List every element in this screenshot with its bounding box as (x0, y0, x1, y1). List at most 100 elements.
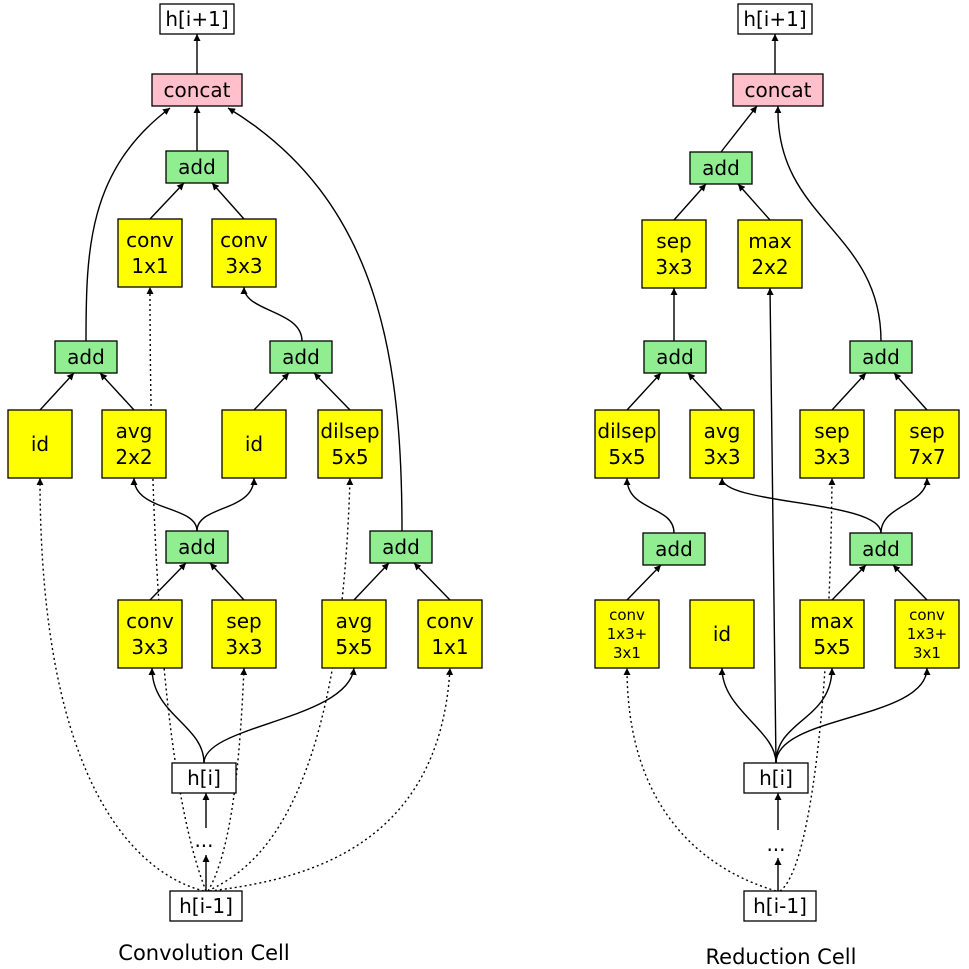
conv-edge-2 (85, 107, 171, 342)
red-edge-13 (626, 564, 662, 601)
red-edge-1 (720, 105, 758, 153)
conv-addB1-label: add (178, 535, 216, 559)
conv-addM-label: add (282, 345, 320, 369)
red-max55-box (799, 599, 865, 669)
conv-id2-box (221, 409, 287, 479)
convolution-cell-title: Convolution Cell (118, 941, 289, 965)
conv-edge-6 (240, 286, 303, 342)
conv-avg55-label: 5x5 (335, 635, 372, 659)
conv-avg22-label: 2x2 (115, 445, 152, 469)
conv-dil55-label: 5x5 (331, 445, 368, 469)
red-out-box (737, 3, 813, 35)
red-node-dots: ... (766, 832, 785, 856)
red-node-addB2: add (849, 532, 913, 566)
conv-addM-box (269, 340, 333, 374)
conv-edge-12 (196, 477, 258, 532)
red-sep77-box (894, 409, 960, 479)
red-edge-2 (774, 105, 882, 342)
conv-edge-4 (149, 182, 185, 220)
red-node-out: h[i+1] (737, 3, 813, 35)
conv-sep33-label: 3x3 (225, 635, 262, 659)
conv-edge-24 (207, 477, 354, 892)
conv-edge-9 (253, 372, 290, 411)
conv-dil55-box (317, 409, 383, 479)
conv-id1-box (7, 409, 73, 479)
conv-dil55-label: dilsep (320, 419, 379, 443)
red-concat-box (732, 73, 824, 107)
conv-c33a-label: conv (220, 228, 268, 252)
red-sep33-label: 3x3 (813, 445, 850, 469)
conv-concat-box (151, 73, 243, 107)
red-max55-label: 5x5 (813, 635, 850, 659)
conv-c33a-box (211, 218, 277, 288)
conv-node-dots: ... (194, 828, 213, 852)
red-dil55-box (594, 409, 660, 479)
red-max22-label: 2x2 (751, 255, 788, 279)
red-him1-box (743, 890, 817, 922)
conv-addB2-label: add (382, 535, 420, 559)
conv-c11a-label: 1x1 (131, 254, 168, 278)
red-node-addtop: add (689, 151, 753, 185)
red-sep33t-label: 3x3 (655, 255, 692, 279)
red-addR-label: add (862, 345, 900, 369)
conv-edge-7 (39, 372, 75, 411)
conv-sep33-box (211, 599, 277, 669)
red-avg33-box (689, 409, 755, 479)
conv-addtop-box (165, 150, 229, 184)
conv-c33a-label: 3x3 (225, 254, 262, 278)
conv-c11a-box (117, 218, 183, 288)
red-cv13b-label: conv (909, 606, 945, 624)
conv-edge-11 (130, 477, 198, 532)
red-edge-7 (687, 372, 723, 411)
conv-node-out: h[i+1] (159, 3, 235, 35)
conv-him1-label: h[i-1] (179, 894, 233, 918)
red-addR-box (849, 340, 913, 374)
conv-node-addtop: add (165, 150, 229, 184)
red-addB2-label: add (862, 537, 900, 561)
red-cv13b-label: 3x1 (913, 644, 941, 662)
conv-edge-22 (146, 286, 207, 892)
conv-addtop-label: add (178, 155, 216, 179)
red-sep77-label: sep (909, 419, 944, 443)
conv-edge-25 (209, 667, 454, 892)
conv-hi-box (171, 762, 237, 794)
conv-node-id1: id (7, 409, 73, 479)
red-dil55-label: dilsep (597, 419, 656, 443)
red-edge-19 (766, 287, 777, 764)
red-cv13a-box (594, 599, 660, 669)
conv-edge-16 (413, 562, 451, 601)
conv-node-him1: h[i-1] (169, 890, 243, 922)
red-node-concat: concat (732, 73, 824, 107)
conv-addL-box (54, 340, 118, 374)
conv-id1-label: id (31, 432, 49, 456)
red-edge-3 (673, 183, 707, 221)
titles: Convolution Cell Reduction Cell (118, 941, 856, 969)
red-max22-box (737, 219, 803, 289)
red-edge-17 (775, 667, 836, 764)
conv-him1-box (169, 890, 243, 922)
conv-node-id2: id (221, 409, 287, 479)
red-avg33-label: 3x3 (703, 445, 740, 469)
conv-edge-23 (207, 667, 248, 892)
conv-edge-18 (203, 667, 357, 764)
conv-hi-label: h[i] (187, 766, 221, 790)
conv-edge-3 (227, 107, 403, 532)
conv-edge-13 (149, 562, 187, 601)
red-node-him1: h[i-1] (743, 890, 817, 922)
conv-c33b-label: conv (126, 609, 174, 633)
red-hi-label: h[i] (759, 766, 793, 790)
red-edge-18 (775, 667, 931, 764)
red-id-box (689, 599, 755, 669)
red-max55-label: max (810, 609, 854, 633)
